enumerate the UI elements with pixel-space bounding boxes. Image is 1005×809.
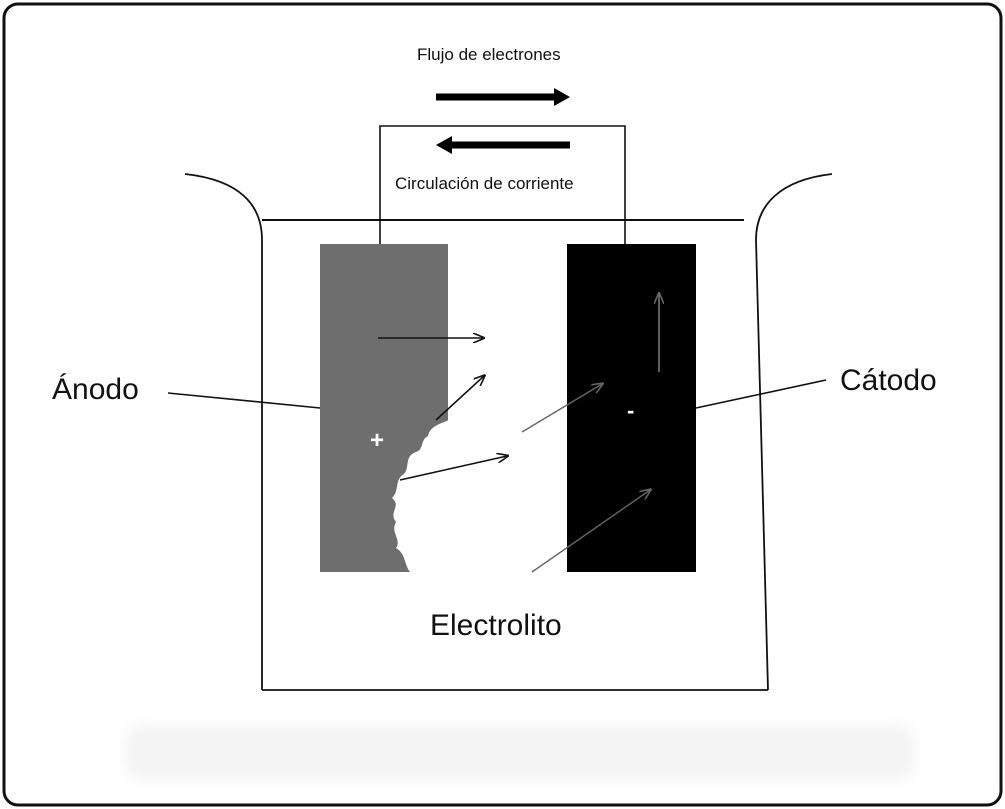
cathode-negative-sign: -: [627, 398, 635, 423]
anode-leader-line: [167, 392, 321, 409]
anode-corrosion-edge: [392, 420, 450, 572]
electron-flow-arrowhead: [554, 88, 570, 106]
anode-diagonal-arrow: [435, 376, 484, 421]
electrolyte-label: Electrolito: [430, 609, 562, 642]
ion-arrow-lower: [531, 490, 650, 573]
external-circuit-wire: [379, 125, 626, 244]
anode-label: Ánodo: [52, 373, 139, 406]
electron-flow-label: Flujo de electrones: [417, 45, 561, 64]
cathode-leader-line: [695, 379, 827, 409]
ion-arrow-upper: [521, 384, 602, 433]
cathode-electrode: [567, 244, 696, 572]
anode-lower-arrow: [399, 456, 507, 481]
beaker-left-wall: [184, 173, 263, 690]
bottom-faded-area: [125, 725, 915, 780]
current-flow-label: Circulación de corriente: [395, 174, 574, 193]
cathode-label: Cátodo: [840, 364, 937, 397]
anode-positive-sign: +: [370, 427, 385, 454]
beaker-right-wall: [755, 173, 833, 691]
current-flow-arrowhead: [436, 136, 452, 154]
